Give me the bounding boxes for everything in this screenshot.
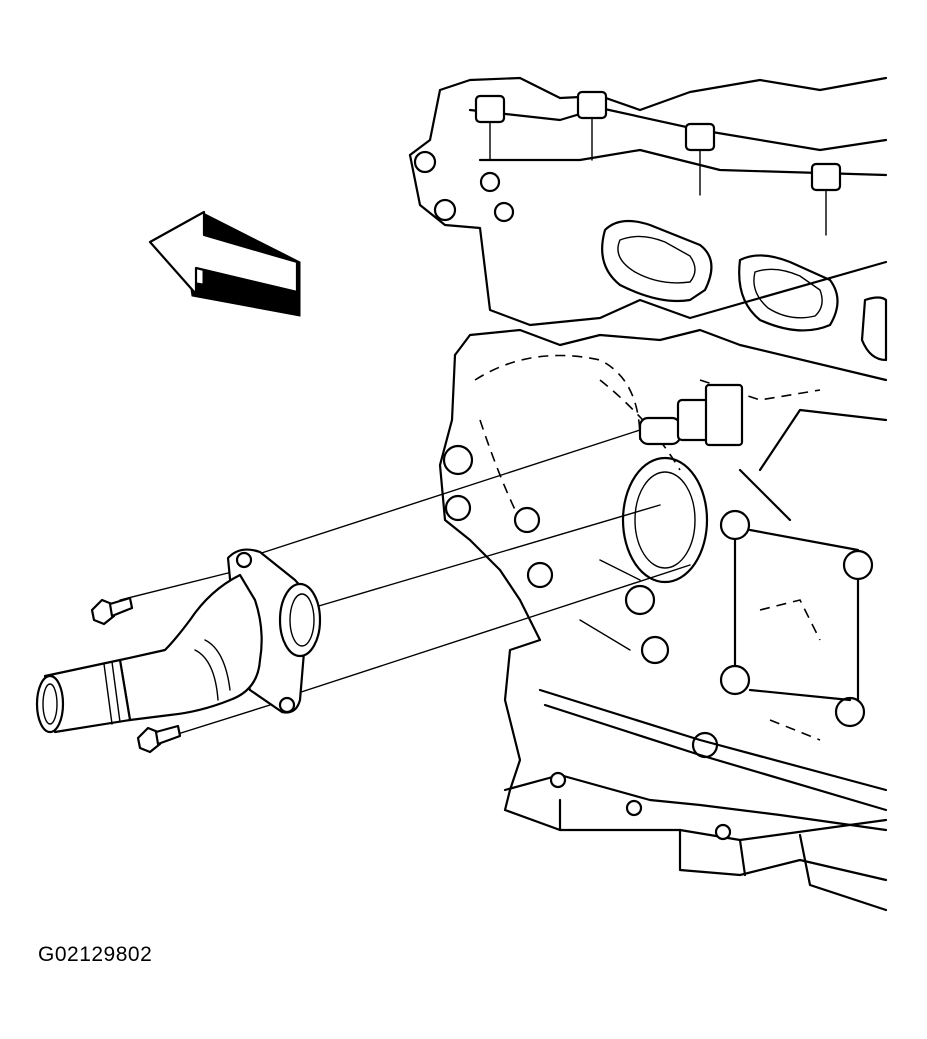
alignment-lines [119,429,691,739]
housing-bolt-upper [90,596,134,626]
figure-code: G02129802 [38,943,153,966]
housing-bolt-lower [136,724,182,754]
thermostat-housing [35,548,322,734]
engine-block [408,76,888,912]
front-of-vehicle-arrow-icon [148,210,301,317]
